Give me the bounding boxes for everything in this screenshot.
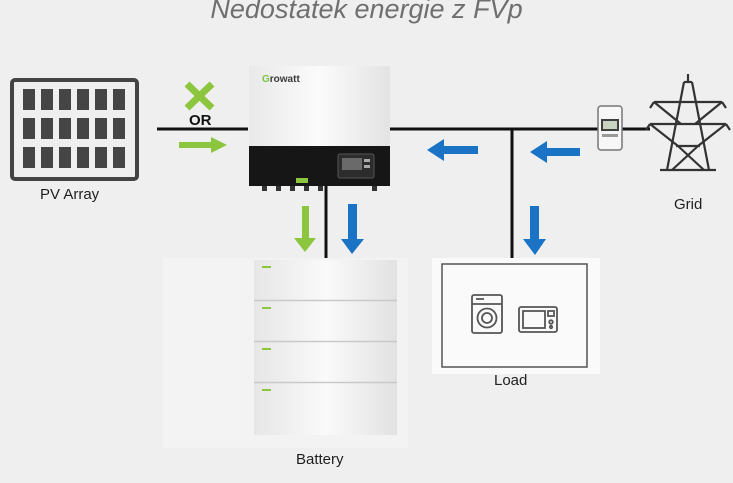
load-label: Load — [494, 372, 528, 389]
blue-arrow-down-load — [523, 206, 546, 255]
power-pylon-icon — [645, 74, 731, 172]
energy-meter-icon — [597, 105, 623, 151]
load-box — [432, 258, 600, 374]
battery-stack-icon — [163, 258, 408, 448]
green-arrow-down — [294, 206, 316, 252]
solar-panel-icon — [10, 78, 139, 181]
diagram-title: Nedostatek energie z FVp — [210, 0, 523, 24]
or-label: OR — [189, 112, 212, 129]
inverter-brand-logo: Growatt — [262, 74, 300, 85]
brand-first-letter: G — [262, 74, 270, 85]
blue-arrow-left-2 — [530, 141, 580, 163]
green-arrow-right — [179, 137, 227, 153]
washing-machine-icon — [471, 294, 503, 334]
blue-arrow-left-1 — [427, 139, 478, 161]
inverter-icon — [249, 66, 390, 191]
brand-rest: rowatt — [269, 74, 300, 85]
battery-label: Battery — [296, 451, 344, 468]
blue-arrow-down-battery — [341, 204, 364, 254]
microwave-icon — [518, 306, 558, 333]
cross-icon — [184, 81, 215, 111]
pv-array-label: PV Array — [40, 186, 100, 203]
grid-label: Grid — [674, 196, 703, 213]
connection-lines — [157, 127, 650, 260]
